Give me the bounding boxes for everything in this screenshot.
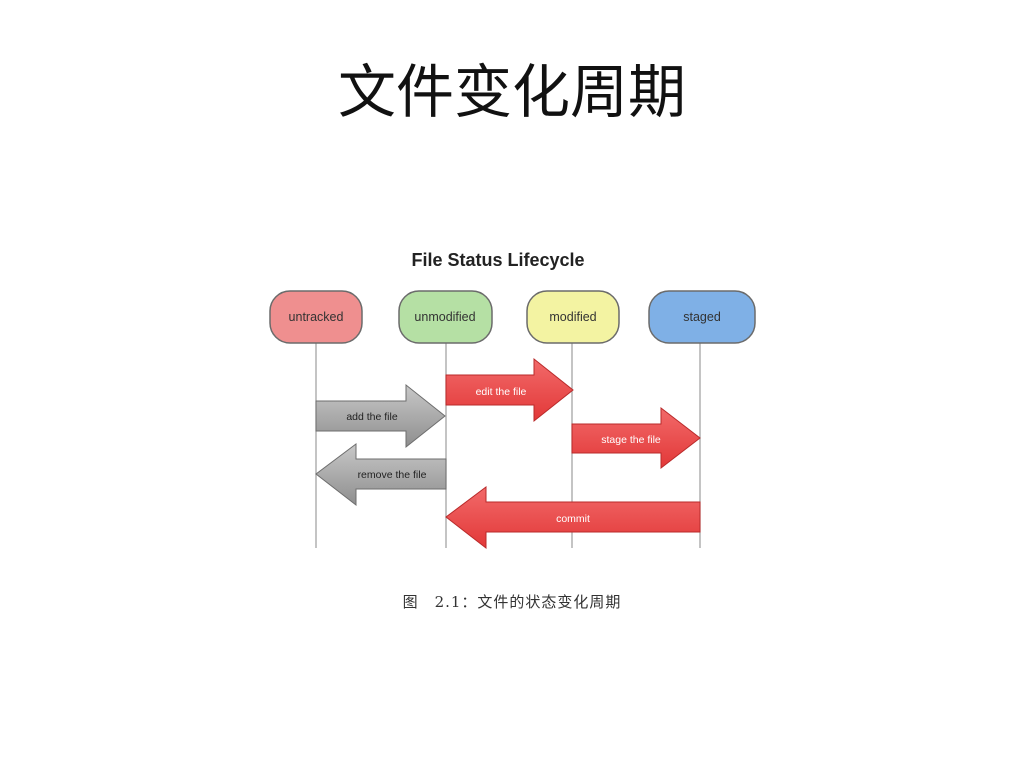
transition-commit: commit [445,486,701,550]
transition-add-the-file: add the file [315,383,446,449]
arrow-commit [445,486,701,550]
arrow-edit-the-file [445,357,574,423]
state-untracked-label: untracked [289,310,344,324]
state-staged-box [648,290,756,344]
arrow-remove-the-file-label: remove the file [358,469,427,481]
transition-edit-the-file: edit the file [445,357,574,423]
arrow-stage-the-file [571,406,701,470]
state-unmodified-box [398,290,493,344]
state-modified-box [526,290,620,344]
arrow-commit-label: commit [556,513,590,525]
arrow-stage-the-file-label: stage the file [601,434,661,446]
state-modified: modified [526,290,620,344]
transition-stage-the-file: stage the file [571,406,701,470]
arrow-remove-the-file [315,443,447,507]
slide-title: 文件变化周期 [337,58,686,126]
state-unmodified-label: unmodified [414,310,475,324]
state-untracked: untracked [269,290,363,344]
state-unmodified: unmodified [398,290,493,344]
arrow-edit-the-file-label: edit the file [476,386,527,398]
arrow-add-the-file [315,383,446,449]
state-staged: staged [648,290,756,344]
state-staged-label: staged [683,310,721,324]
state-untracked-box [269,290,363,344]
arrow-add-the-file-label: add the file [346,411,398,423]
transition-remove-the-file: remove the file [315,443,447,507]
state-modified-label: modified [549,310,596,324]
figure-caption: 图 2.1：文件的状态变化周期 [402,593,622,611]
diagram-title: File Status Lifecycle [411,250,584,270]
